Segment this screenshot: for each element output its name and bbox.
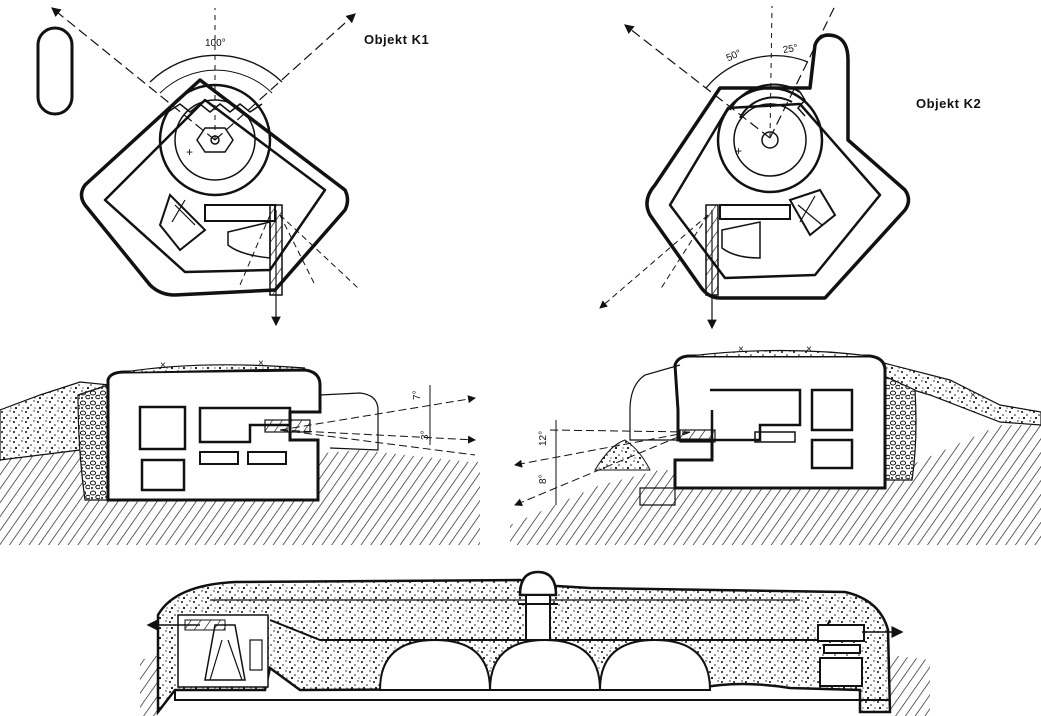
k2-turret-ring (716, 86, 824, 194)
k1-bunker-outline (79, 78, 350, 297)
k1-turret-ring (158, 83, 272, 197)
long-section-right-turret (817, 624, 865, 687)
long-section-cupola (518, 570, 558, 597)
k2-sector-line-left (624, 24, 771, 139)
svg-text:+: + (735, 144, 742, 158)
svg-text:×: × (806, 344, 812, 355)
k1-section-angle-7: 7° (412, 390, 423, 400)
k2-stone-wall (881, 374, 917, 481)
long-section (140, 570, 930, 716)
k1-stone-wall (77, 384, 111, 501)
svg-text:×: × (160, 360, 166, 371)
section-k1: × × (0, 358, 480, 545)
long-section-chamber-3 (598, 638, 712, 691)
svg-text:×: × (970, 390, 976, 401)
k1-section-angle-3: 3° (420, 430, 431, 440)
plan-k2: + (599, 5, 911, 330)
k2-title: Objekt K2 (916, 96, 981, 111)
k2-section-angle-8: 8° (538, 474, 549, 484)
k2-angle-50: 50° (725, 48, 743, 64)
k1-sector-arc (149, 54, 283, 83)
long-section-chamber-1 (378, 638, 492, 691)
k1-periscope-hexagon (196, 127, 234, 153)
k2-sector-line-right (769, 5, 836, 139)
k2-bunker-outline (645, 33, 911, 300)
k2-bunker-section (673, 354, 887, 490)
svg-text:+: + (186, 145, 193, 159)
k1-sector-line-right (214, 13, 356, 141)
svg-text:×: × (258, 358, 264, 369)
plan-k1: + (36, 7, 359, 327)
section-k2: × × × (510, 344, 1041, 545)
long-section-left-gun-position (177, 614, 269, 688)
loophole-rounded-slot (36, 26, 74, 116)
k2-sector-line-top (769, 5, 773, 139)
k2-angle-25: 25° (782, 43, 799, 56)
k1-title: Objekt K1 (364, 32, 429, 47)
svg-text:×: × (738, 344, 744, 355)
k2-section-angle-12: 12° (538, 431, 549, 446)
k2-sector-arc (705, 55, 809, 89)
k1-angle-100: 100° (205, 38, 226, 49)
